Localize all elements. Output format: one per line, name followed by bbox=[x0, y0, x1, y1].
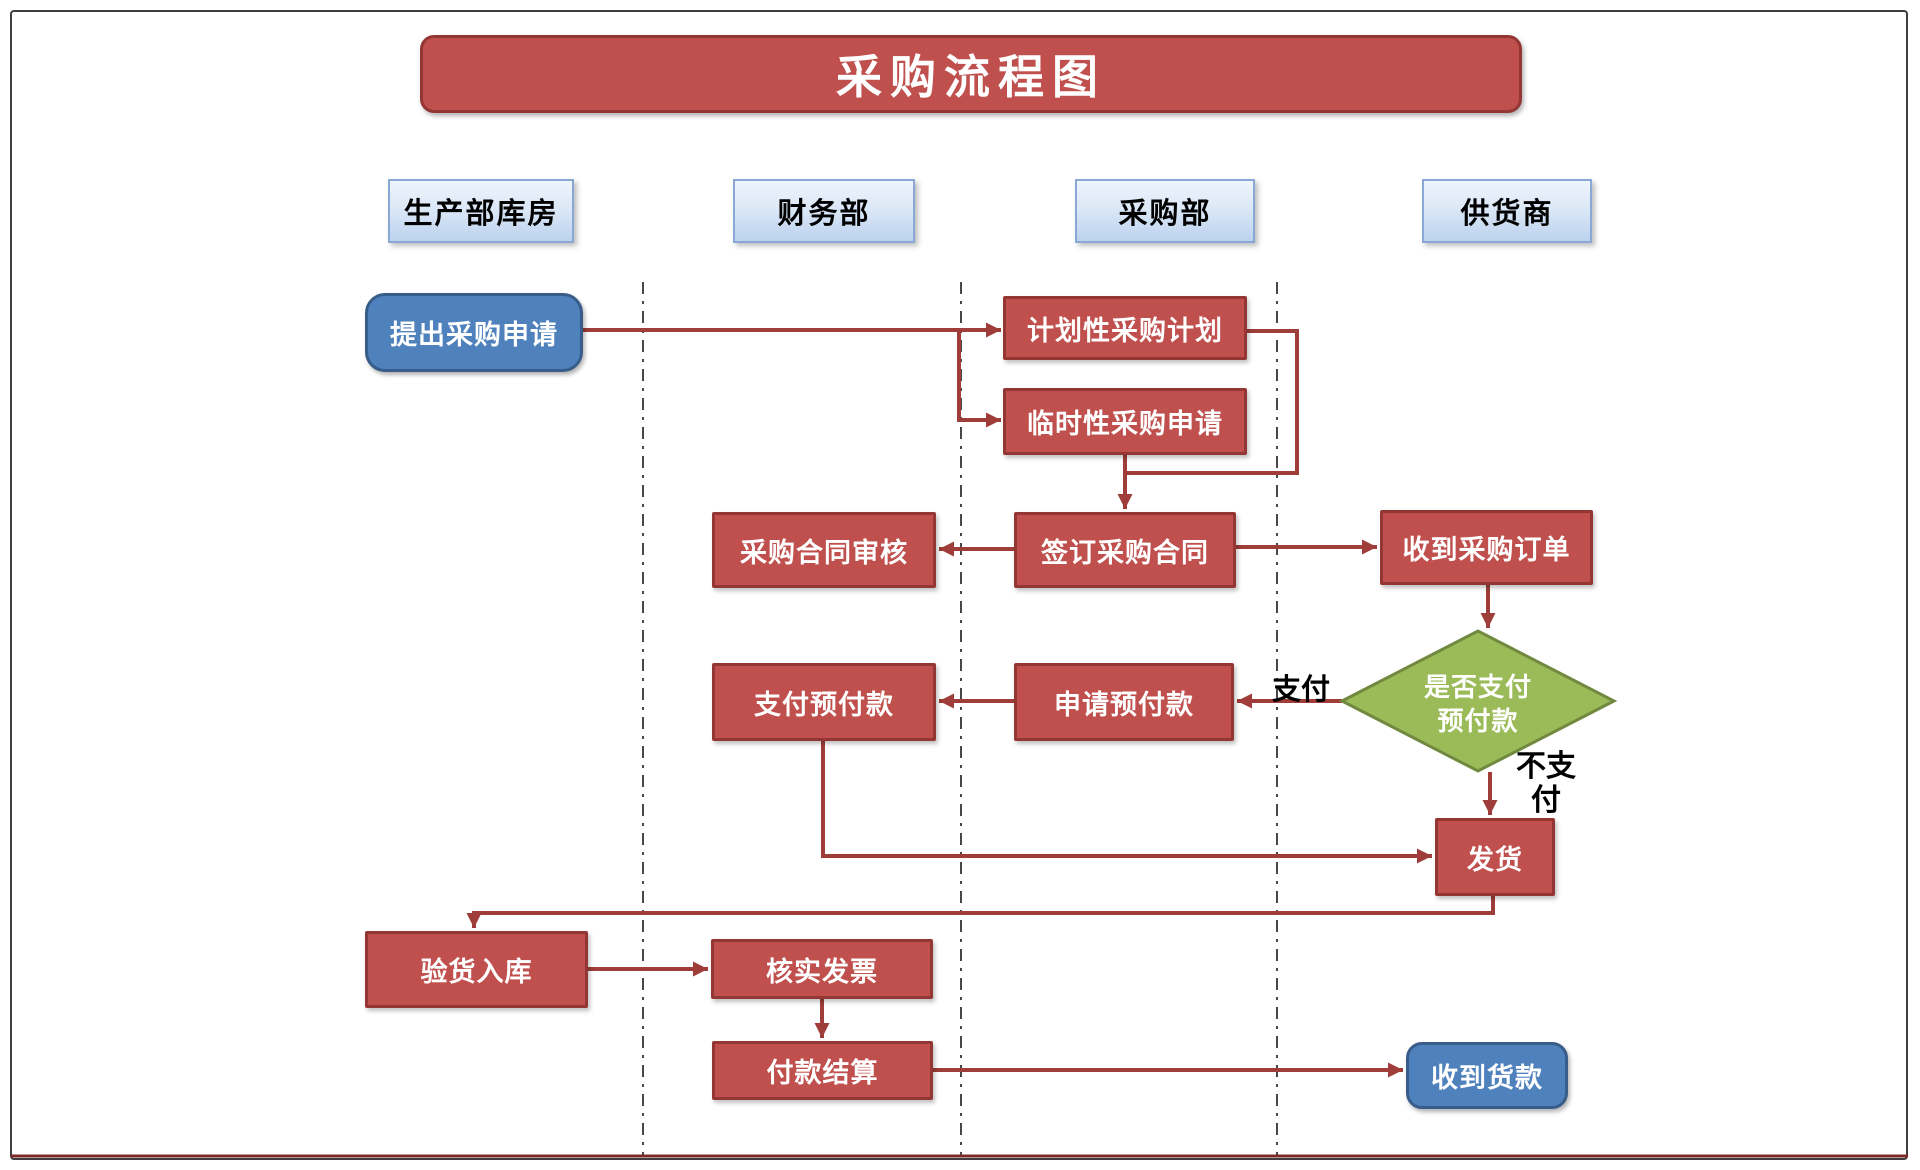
node-receive-order: 收到采购订单 bbox=[1380, 510, 1593, 585]
edge-label-no-pay: 不支 付 bbox=[1506, 750, 1586, 818]
node-decision-prepay: 是否支付 预付款 bbox=[1358, 668, 1598, 740]
edge-ship-to-inspect bbox=[466, 896, 1495, 928]
node-contract-review: 采购合同审核 bbox=[712, 512, 936, 588]
edge-label-pay: 支付 bbox=[1271, 674, 1330, 706]
node-ship: 发货 bbox=[1435, 818, 1555, 896]
edge-pay-to-ship bbox=[821, 740, 1432, 864]
node-payment-settle: 付款结算 bbox=[712, 1041, 933, 1100]
node-inspect-warehouse: 验货入库 bbox=[365, 931, 588, 1008]
lane-header-production-warehouse: 生产部库房 bbox=[388, 179, 574, 243]
node-apply-prepay: 申请预付款 bbox=[1014, 663, 1234, 741]
decision-diamond bbox=[1338, 629, 1618, 773]
edge-label-no-pay-line1: 不支 bbox=[1516, 750, 1576, 783]
lane-header-procurement: 采购部 bbox=[1075, 179, 1255, 243]
node-temp-request: 临时性采购申请 bbox=[1003, 388, 1247, 455]
decision-line2: 预付款 bbox=[1437, 706, 1519, 736]
node-propose-request: 提出采购申请 bbox=[365, 293, 583, 372]
node-planned-plan: 计划性采购计划 bbox=[1003, 296, 1247, 360]
edge-label-no-pay-line2: 付 bbox=[1531, 784, 1561, 817]
node-pay-prepay: 支付预付款 bbox=[712, 663, 936, 741]
decision-line1: 是否支付 bbox=[1423, 672, 1532, 702]
node-verify-invoice: 核实发票 bbox=[711, 939, 933, 999]
canvas-border bbox=[10, 10, 1908, 1160]
edge-planned-route bbox=[1127, 329, 1299, 475]
lane-header-supplier: 供货商 bbox=[1422, 179, 1592, 243]
node-sign-contract: 签订采购合同 bbox=[1014, 512, 1236, 588]
lane-header-finance: 财务部 bbox=[733, 179, 915, 243]
node-receive-payment: 收到货款 bbox=[1406, 1042, 1568, 1109]
edge-propose-to-temp bbox=[957, 330, 1001, 428]
page-title: 采购流程图 bbox=[420, 35, 1522, 113]
